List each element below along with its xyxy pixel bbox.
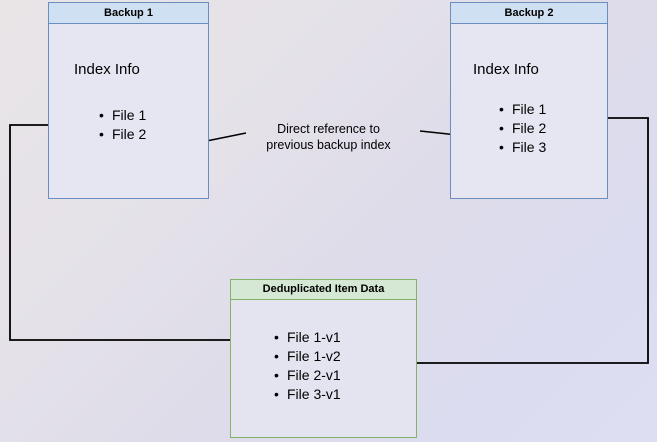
backup-2-file-list: File 1 File 2 File 3 [499,100,546,157]
node-dedup-header: Deduplicated Item Data [231,280,416,300]
list-item: File 1 [499,100,546,119]
node-backup-2[interactable]: Backup 2 Index Info File 1 File 2 File 3 [450,2,608,199]
edge-label-line-2: previous backup index [266,138,391,152]
list-item: File 1-v2 [274,347,341,366]
edge-label-direct-reference: Direct reference to previous backup inde… [247,121,410,153]
list-item: File 1 [99,106,146,125]
list-item: File 2-v1 [274,366,341,385]
list-item: File 3 [499,138,546,157]
node-backup-1-body: Index Info File 1 File 2 [49,24,208,198]
backup-1-index-info-label: Index Info [74,61,140,78]
backup-1-file-list: File 1 File 2 [99,106,146,144]
list-item: File 2 [499,119,546,138]
list-item: File 1-v1 [274,328,341,347]
node-dedup-body: File 1-v1 File 1-v2 File 2-v1 File 3-v1 [231,300,416,437]
node-backup-1-header: Backup 1 [49,3,208,24]
node-backup-2-body: Index Info File 1 File 2 File 3 [451,24,607,198]
dedup-file-list: File 1-v1 File 1-v2 File 2-v1 File 3-v1 [274,328,341,404]
node-backup-1[interactable]: Backup 1 Index Info File 1 File 2 [48,2,209,199]
node-deduplicated-item-data[interactable]: Deduplicated Item Data File 1-v1 File 1-… [230,279,417,438]
node-backup-2-header: Backup 2 [451,3,607,24]
list-item: File 3-v1 [274,385,341,404]
edge-label-line-1: Direct reference to [277,122,380,136]
list-item: File 2 [99,125,146,144]
backup-2-index-info-label: Index Info [473,61,539,78]
